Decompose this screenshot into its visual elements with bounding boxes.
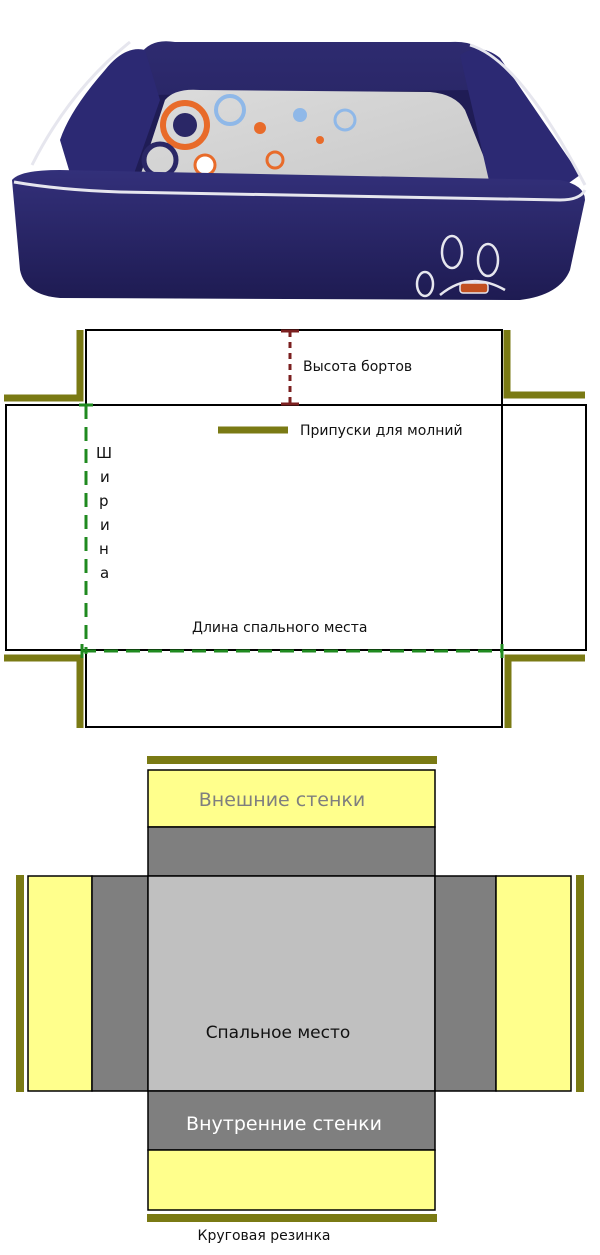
width-label: Ш и р и н а	[96, 444, 112, 582]
width-dimension	[79, 403, 93, 654]
bottom-side-flap	[85, 649, 503, 728]
dog-bed-photo	[0, 0, 600, 320]
inner-wall-right	[434, 875, 497, 1092]
width-label-letter: а	[100, 564, 109, 582]
side-height-label: Высота бортов	[303, 359, 412, 375]
bed-cushion	[135, 89, 495, 192]
cutting-pattern-diagram: Высота бортов Припуски для молний Ш и р …	[4, 329, 587, 728]
bed-right-wall	[460, 49, 580, 201]
assembly-layout-diagram: Внешние стенки Спальное место Внутренние…	[16, 756, 584, 1244]
cutting-pattern: Высота бортов Припуски для молний Ш и р …	[0, 320, 600, 740]
sleeping-place	[147, 875, 436, 1092]
width-label-letter: и	[100, 468, 110, 486]
paw-print-icon	[415, 234, 506, 298]
length-dimension	[80, 644, 504, 658]
bed-left-wall	[60, 49, 160, 190]
circular-elastic-bands	[16, 756, 584, 1222]
bed-front-wall	[12, 170, 585, 300]
outer-wall-bottom	[147, 1149, 436, 1211]
outer-walls-label: Внешние стенки	[199, 789, 365, 811]
allowance-strip-top-right	[503, 330, 585, 399]
width-label-letter: Ш	[96, 444, 112, 462]
inner-wall-left	[91, 875, 149, 1092]
side-height-dimension	[281, 329, 299, 406]
elastic-bar-right	[576, 875, 584, 1092]
allowance-strip-top-left	[4, 330, 84, 402]
outer-wall-top	[147, 769, 436, 828]
assembly-layout: Внешние стенки Спальное место Внутренние…	[0, 740, 600, 1255]
elastic-bar-bottom	[147, 1214, 437, 1222]
elastic-bar-top	[147, 756, 437, 764]
width-label-letter: н	[99, 540, 109, 558]
width-label-letter: и	[100, 516, 110, 534]
outer-wall-right	[495, 875, 572, 1092]
elastic-label: Круговая резинка	[198, 1228, 331, 1244]
inner-wall-top	[147, 826, 436, 877]
dog-bed-illustration	[12, 40, 587, 300]
allowance-strip-bottom-right	[504, 654, 585, 728]
allowance-strip-bottom-left	[4, 654, 84, 728]
zipper-allowance-label: Припуски для молний	[300, 423, 463, 439]
inner-walls-label: Внутренние стенки	[186, 1113, 382, 1135]
outer-wall-left	[27, 875, 93, 1092]
main-pattern-piece	[5, 404, 587, 651]
inner-wall-bottom	[147, 1090, 436, 1151]
elastic-bar-left	[16, 875, 24, 1092]
top-side-flap	[85, 329, 503, 406]
width-label-letter: р	[99, 492, 109, 510]
length-label: Длина спального места	[192, 620, 368, 636]
zipper-allowance-strips	[4, 330, 585, 728]
sleeping-place-label: Спальное место	[206, 1023, 351, 1043]
